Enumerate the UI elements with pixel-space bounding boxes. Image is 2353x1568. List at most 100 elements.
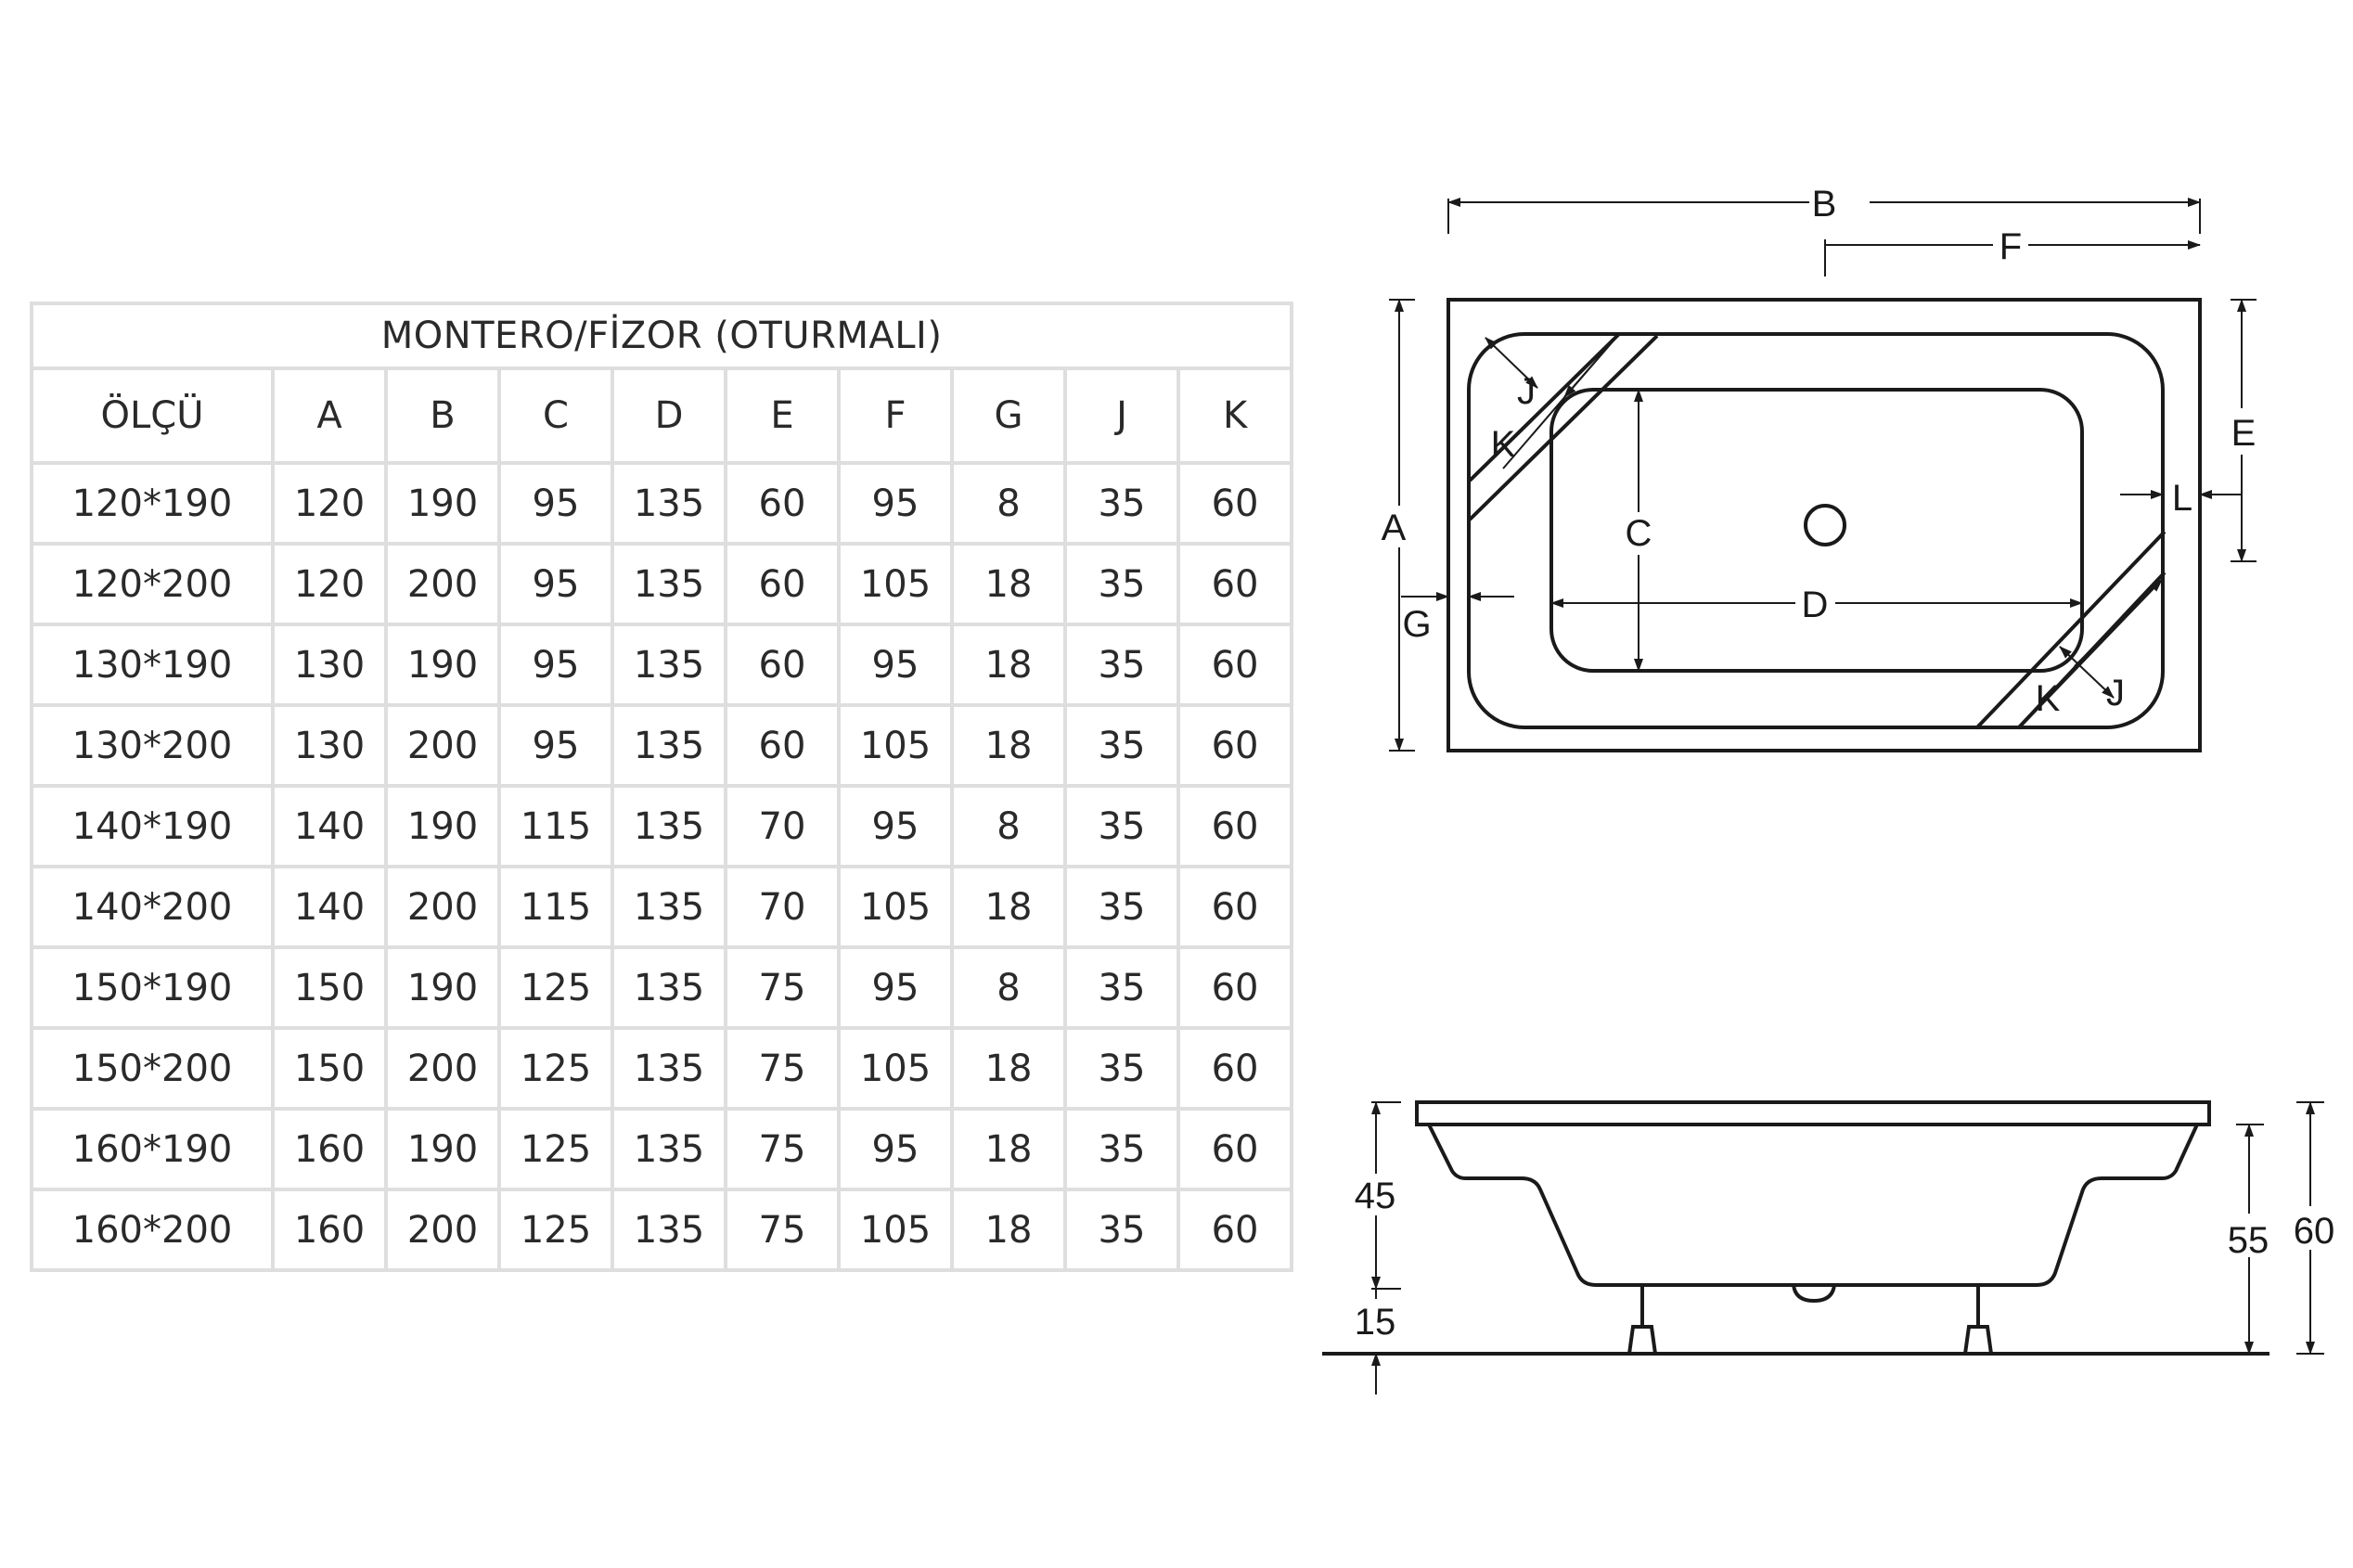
header-cell-d: D <box>611 366 727 465</box>
leg-left-foot <box>1627 1325 1658 1356</box>
label-d: D <box>1802 585 1829 625</box>
value-cell: 135 <box>611 623 727 707</box>
value-cell: 105 <box>837 865 954 949</box>
value-cell: 18 <box>950 1107 1067 1191</box>
size-cell: 140*200 <box>30 865 275 949</box>
value-cell: 135 <box>611 542 727 626</box>
value-cell: 140 <box>271 865 388 949</box>
value-cell: 95 <box>497 461 614 546</box>
plan-view: B F A E L C D G J <box>1382 184 2257 752</box>
label-k-top: K <box>1491 424 1516 465</box>
value-cell: 200 <box>384 542 501 626</box>
value-cell: 190 <box>384 1107 501 1191</box>
leg-right-foot <box>1962 1325 1994 1356</box>
value-cell: 115 <box>497 784 614 868</box>
value-cell: 75 <box>724 945 841 1030</box>
label-f: F <box>1999 226 2022 267</box>
value-cell: 35 <box>1063 461 1180 546</box>
value-cell: 75 <box>724 1107 841 1191</box>
value-cell: 105 <box>837 703 954 788</box>
value-cell: 60 <box>724 542 841 626</box>
drain-circle <box>1804 504 1846 546</box>
value-cell: 105 <box>837 542 954 626</box>
value-cell: 95 <box>837 784 954 868</box>
value-cell: 75 <box>724 1188 841 1272</box>
value-cell: 70 <box>724 865 841 949</box>
tub-basin-outline <box>1467 332 2165 729</box>
tub-body-side <box>1427 1124 2199 1287</box>
value-cell: 35 <box>1063 1026 1180 1111</box>
value-cell: 60 <box>1176 703 1294 788</box>
header-cell-c: C <box>497 366 614 465</box>
value-cell: 60 <box>724 703 841 788</box>
label-k-bottom: K <box>2036 678 2061 719</box>
value-cell: 70 <box>724 784 841 868</box>
value-cell: 200 <box>384 703 501 788</box>
label-b: B <box>1812 184 1837 225</box>
dim-line-j-bottom <box>2059 646 2115 699</box>
size-cell: 120*200 <box>30 542 275 626</box>
size-cell: 130*190 <box>30 623 275 707</box>
value-cell: 125 <box>497 1026 614 1111</box>
value-cell: 135 <box>611 865 727 949</box>
value-cell: 120 <box>271 461 388 546</box>
header-cell-j: J <box>1063 366 1180 465</box>
value-cell: 95 <box>837 623 954 707</box>
value-cell: 95 <box>837 945 954 1030</box>
value-cell: 150 <box>271 945 388 1030</box>
label-j-bottom: J <box>2106 673 2125 713</box>
label-60: 60 <box>2294 1211 2335 1252</box>
label-c: C <box>1626 513 1652 554</box>
value-cell: 95 <box>497 703 614 788</box>
value-cell: 35 <box>1063 542 1180 626</box>
side-view: 45 15 55 60 <box>1322 1100 2335 1394</box>
value-cell: 190 <box>384 461 501 546</box>
value-cell: 75 <box>724 1026 841 1111</box>
value-cell: 35 <box>1063 1107 1180 1191</box>
dim-line-k-bottom <box>2074 579 2163 667</box>
value-cell: 190 <box>384 784 501 868</box>
tub-rim-side <box>1415 1100 2211 1126</box>
value-cell: 60 <box>1176 1026 1294 1111</box>
dim-line-k-top-ext <box>1502 333 1620 469</box>
size-cell: 140*190 <box>30 784 275 868</box>
value-cell: 18 <box>950 1188 1067 1272</box>
value-cell: 190 <box>384 945 501 1030</box>
value-cell: 8 <box>950 945 1067 1030</box>
label-e: E <box>2231 413 2257 454</box>
header-cell-b: B <box>384 366 501 465</box>
size-cell: 150*190 <box>30 945 275 1030</box>
dim-line-j-top <box>1485 337 1538 389</box>
seat-line-bottom-1 <box>1974 530 2167 730</box>
size-cell: 120*190 <box>30 461 275 546</box>
label-l: L <box>2172 478 2192 519</box>
size-cell: 150*200 <box>30 1026 275 1111</box>
value-cell: 95 <box>837 461 954 546</box>
label-45: 45 <box>1355 1176 1396 1216</box>
drain-bump <box>1792 1284 1836 1304</box>
value-cell: 115 <box>497 865 614 949</box>
value-cell: 35 <box>1063 703 1180 788</box>
size-cell: 160*200 <box>30 1188 275 1272</box>
header-cell-k: K <box>1176 366 1294 465</box>
value-cell: 60 <box>1176 1107 1294 1191</box>
value-cell: 105 <box>837 1188 954 1272</box>
value-cell: 160 <box>271 1107 388 1191</box>
value-cell: 60 <box>1176 461 1294 546</box>
value-cell: 18 <box>950 542 1067 626</box>
value-cell: 125 <box>497 1188 614 1272</box>
value-cell: 130 <box>271 623 388 707</box>
value-cell: 35 <box>1063 945 1180 1030</box>
value-cell: 135 <box>611 703 727 788</box>
header-cell-g: G <box>950 366 1067 465</box>
value-cell: 35 <box>1063 623 1180 707</box>
